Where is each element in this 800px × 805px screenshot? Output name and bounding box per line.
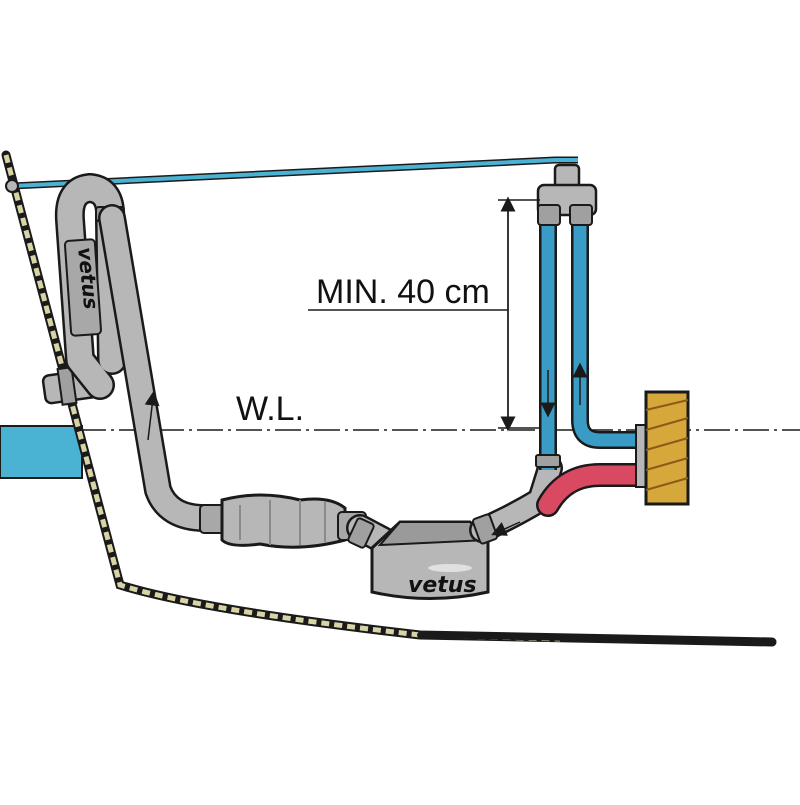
- min-height-label: MIN. 40 cm: [316, 273, 490, 311]
- exhaust-hose-rising: [98, 204, 219, 532]
- hot-exhaust-hose: [536, 463, 657, 517]
- dimension-line: [308, 196, 540, 432]
- siphon-valve: [536, 163, 598, 226]
- sea-water: [0, 425, 83, 479]
- hull: [1, 150, 777, 647]
- waterline-label: W.L.: [236, 390, 304, 428]
- cooling-hoses: [535, 205, 645, 470]
- engine-block: [635, 390, 690, 506]
- waterlock-logo: vetus: [408, 573, 477, 598]
- muffler: [199, 493, 367, 549]
